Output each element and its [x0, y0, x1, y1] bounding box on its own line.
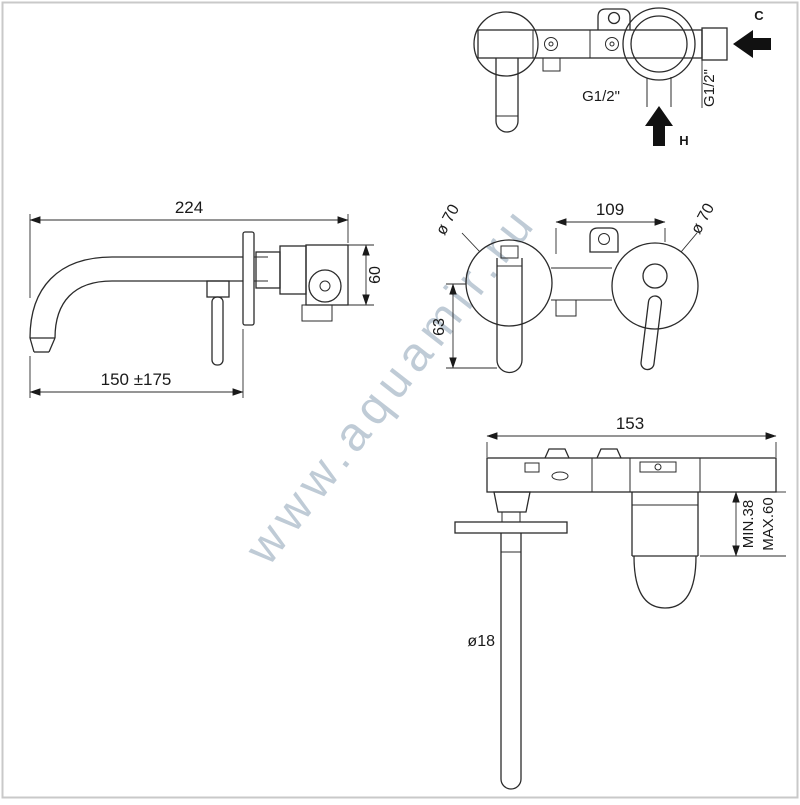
handle-knob-top — [622, 7, 696, 81]
dim-center-distance: 109 — [555, 200, 666, 254]
depth-max-label: MAX.60 — [760, 497, 777, 550]
view-side: 224 — [29, 198, 384, 398]
body-height-label: 60 — [367, 266, 384, 284]
hot-label: H — [679, 133, 688, 148]
spout-union-and-tube — [454, 491, 568, 790]
spout-reach-label: 150 ±175 — [101, 370, 172, 389]
side-thread-label: G1/2" — [701, 69, 718, 107]
hot-arrow-icon — [645, 106, 673, 146]
spout-top — [495, 58, 519, 133]
cold-arrow-icon — [733, 30, 771, 58]
spout-drop-label: 63 — [431, 318, 448, 336]
dia-right-flange: ø 70 — [680, 201, 718, 253]
overall-width-label: 224 — [175, 198, 203, 217]
body-width-label: 153 — [616, 414, 644, 433]
handle-rosette-front — [611, 242, 699, 371]
mounting-tab — [597, 8, 631, 30]
dim-depth-range: MIN.38 MAX.60 — [700, 491, 786, 557]
dim-overall-width: 224 — [29, 198, 349, 298]
dia-left-flange: ø 70 — [433, 202, 481, 253]
inlet-thread-label: G1/2" — [582, 88, 620, 105]
dim-spout-reach: 150 ±175 — [29, 329, 244, 398]
view-installation: 153 — [454, 414, 786, 790]
spout-rosette-front — [465, 239, 553, 374]
cold-connector — [701, 27, 728, 61]
cold-label: C — [754, 8, 764, 23]
inwall-body — [486, 448, 777, 493]
cartridge-dome — [631, 492, 699, 609]
view-top-plan: C H G1/2" G1/2" — [473, 7, 771, 148]
spout-dia-label: ø18 — [467, 633, 495, 650]
dim-spout-drop: 63 — [431, 283, 497, 369]
inlet-boss — [542, 57, 561, 72]
right-flange-dia-label: ø 70 — [688, 201, 718, 237]
spout-side — [29, 256, 243, 353]
wall-escutcheon-side — [242, 231, 255, 326]
depth-min-label: MIN.38 — [740, 500, 757, 548]
mounting-bracket-front — [551, 227, 619, 317]
concealed-body-side — [254, 244, 349, 322]
dim-body-width: 153 — [486, 414, 777, 457]
left-flange-top — [473, 11, 539, 77]
center-distance-label: 109 — [596, 200, 624, 219]
left-flange-dia-label: ø 70 — [433, 202, 463, 238]
screw-holes — [544, 37, 619, 51]
dim-body-height: 60 — [348, 244, 384, 306]
handle-lever-side — [206, 280, 230, 366]
